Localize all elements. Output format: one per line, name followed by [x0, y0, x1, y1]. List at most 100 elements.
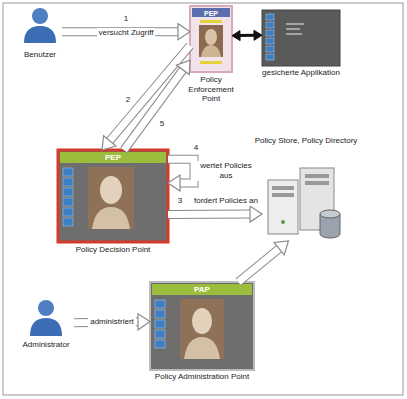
bust-picture	[88, 167, 134, 229]
drive-bay	[305, 174, 329, 178]
yellow-bar	[200, 61, 222, 64]
drive-bay	[272, 186, 294, 190]
pep-box	[190, 6, 232, 72]
blue-tile	[155, 340, 165, 348]
pap-box	[150, 282, 254, 370]
blue-tile	[266, 14, 274, 20]
arrow-shaft	[124, 69, 184, 150]
box-caption: Policy Decision Point	[76, 245, 151, 255]
arrow-outline	[124, 69, 184, 150]
blue-tile	[155, 310, 165, 318]
arrow-shaft	[168, 159, 194, 183]
user-head	[32, 8, 48, 24]
blue-tile	[63, 218, 73, 226]
callout-number: 2	[126, 96, 130, 105]
actor-label: Administrator	[22, 340, 69, 350]
pap-header	[152, 284, 252, 295]
policy-store: Policy Store, Policy Directory	[262, 165, 350, 241]
blue-tile	[155, 300, 165, 308]
pap-frame	[150, 282, 254, 370]
actor-label: Benutzer	[24, 50, 56, 60]
bust-head	[100, 176, 122, 204]
arrow-outline	[168, 159, 194, 183]
edge-label: fordert Policies an	[192, 196, 260, 206]
text-line	[286, 29, 300, 30]
edge-label: administriert	[88, 317, 136, 327]
blue-tile	[155, 320, 165, 328]
arrow-head	[138, 314, 150, 330]
blue-tile	[155, 330, 165, 338]
arrow-head	[178, 24, 190, 40]
blue-tile	[266, 30, 274, 36]
pdp-box	[58, 150, 168, 242]
callout-number: 5	[160, 120, 164, 129]
edge-label: versucht Zugriff	[97, 28, 156, 38]
pdp-header	[60, 152, 166, 163]
user-icon	[24, 8, 56, 43]
box-caption: gesicherte Applikation	[262, 68, 340, 78]
arrow-shaft	[109, 46, 190, 142]
server-icon	[268, 168, 340, 238]
admin-head	[38, 300, 54, 316]
bust-shoulders	[201, 45, 221, 57]
blue-tile	[63, 198, 73, 206]
administration-box: PAPPolicy Administration Point	[150, 282, 254, 370]
arrow-head	[254, 30, 262, 40]
pep-header	[192, 8, 230, 17]
box-caption: Policy Administration Point	[155, 372, 249, 382]
bust-picture	[199, 25, 223, 57]
text-line	[286, 24, 304, 25]
arrow-head	[176, 60, 190, 74]
decision-box: PEPPolicy Decision Point	[58, 150, 168, 242]
app-frame	[262, 10, 340, 66]
edge-label: wertet Policies aus	[196, 161, 256, 180]
server-tower	[268, 180, 298, 234]
arrow-head	[274, 241, 288, 255]
pdp-frame	[58, 150, 168, 242]
blue-tile	[266, 38, 274, 44]
bust-head	[205, 29, 217, 45]
callout-number: 4	[194, 144, 198, 153]
enforcement-box: PEPPolicy Enforcement Point	[190, 6, 232, 72]
admin-body	[30, 318, 62, 336]
box-header: PAP	[194, 284, 210, 295]
power-light	[281, 220, 285, 224]
callout-number: 1	[124, 15, 128, 24]
hollow-arrow	[168, 159, 194, 191]
yellow-bar	[200, 20, 222, 23]
bust-picture	[180, 299, 224, 359]
drive-bay	[272, 193, 294, 197]
hollow-arrow	[102, 46, 190, 150]
blue-tile	[266, 46, 274, 52]
application-box: gesicherte Applikation	[262, 10, 340, 66]
arrow-head	[102, 136, 116, 150]
user-actor: Benutzer	[18, 6, 62, 62]
arrow-outline	[74, 317, 139, 327]
user-body	[24, 26, 56, 43]
hollow-arrow	[62, 24, 190, 40]
blue-tile	[63, 178, 73, 186]
frame	[3, 3, 403, 395]
arrow-shaft	[238, 248, 280, 282]
hollow-arrow	[74, 314, 150, 330]
hollow-arrow	[168, 206, 262, 222]
box-header: PEP	[105, 152, 121, 163]
bust-head	[192, 308, 212, 334]
drive-bay	[305, 181, 329, 185]
blue-tile	[266, 54, 274, 60]
application-box	[262, 10, 340, 66]
callout-number: 3	[178, 197, 182, 206]
text-line	[286, 34, 302, 35]
bust-shoulders	[92, 207, 130, 229]
arrow-shaft	[239, 34, 255, 37]
database-top	[320, 210, 340, 218]
arrow-outline	[109, 46, 190, 142]
arrow-outline	[168, 210, 251, 219]
hollow-arrow	[124, 60, 190, 150]
double-arrow	[232, 30, 262, 40]
admin-actor: Administrator	[18, 296, 74, 354]
arrow-head	[250, 206, 262, 222]
blue-tile	[63, 168, 73, 176]
arrow-outline	[238, 248, 280, 282]
